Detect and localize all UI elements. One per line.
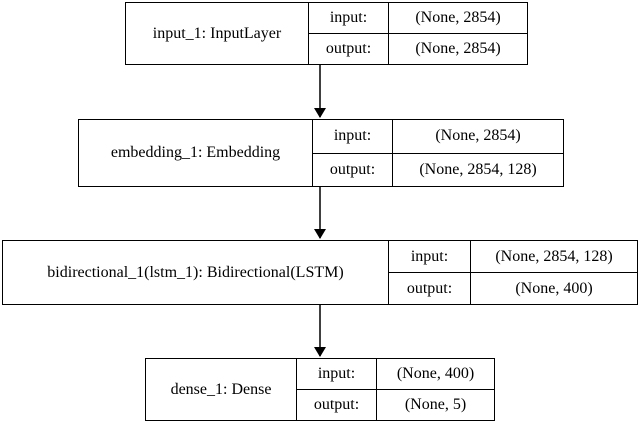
port-labels: input: output: <box>313 120 393 186</box>
node-title: dense_1: Dense <box>146 359 297 420</box>
output-shape: (None, 5) <box>404 396 467 413</box>
input-label: input: <box>297 359 376 390</box>
node-title: bidirectional_1(lstm_1): Bidirectional(L… <box>3 241 389 304</box>
input-shape: (None, 2854) <box>389 3 527 34</box>
input-shape: (None, 400) <box>377 359 494 390</box>
output-label: output: <box>313 396 360 413</box>
node-title: input_1: InputLayer <box>126 3 309 64</box>
input-label: input: <box>309 3 388 34</box>
output-shape: (None, 2854) <box>415 40 501 57</box>
node-title: embedding_1: Embedding <box>79 120 313 186</box>
port-labels: input: output: <box>389 241 471 304</box>
node-bidirectional-1: bidirectional_1(lstm_1): Bidirectional(L… <box>2 240 638 305</box>
output-shape: (None, 400) <box>515 279 593 297</box>
node-embedding-1: embedding_1: Embedding input: output: (N… <box>78 119 564 187</box>
input-label: input: <box>389 241 470 273</box>
output-label: output: <box>329 160 376 178</box>
node-input-1: input_1: InputLayer input: output: (None… <box>125 2 528 65</box>
port-labels: input: output: <box>309 3 389 64</box>
output-label: output: <box>406 279 453 297</box>
port-shapes: (None, 2854) (None, 2854) <box>389 3 527 64</box>
port-shapes: (None, 400) (None, 5) <box>377 359 494 420</box>
port-shapes: (None, 2854) (None, 2854, 128) <box>393 120 563 186</box>
port-shapes: (None, 2854, 128) (None, 400) <box>471 241 637 304</box>
node-dense-1: dense_1: Dense input: output: (None, 400… <box>145 358 495 421</box>
output-shape: (None, 2854, 128) <box>419 160 537 178</box>
input-shape: (None, 2854) <box>393 120 563 154</box>
port-labels: input: output: <box>297 359 377 420</box>
output-label: output: <box>325 40 372 57</box>
input-label: input: <box>313 120 392 154</box>
input-shape: (None, 2854, 128) <box>471 241 637 273</box>
